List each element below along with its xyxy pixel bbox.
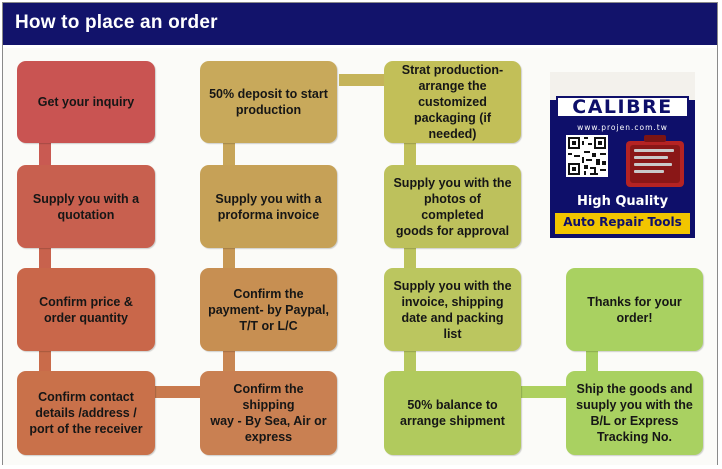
connector-1-2 xyxy=(39,143,51,165)
connector-2-3 xyxy=(39,248,51,268)
step-supply-quotation: Supply you with a quotation xyxy=(17,165,155,248)
page-title: How to place an order xyxy=(15,12,218,33)
connector-5-6 xyxy=(223,351,235,371)
connector-12-13 xyxy=(521,386,566,398)
connector-8-9 xyxy=(339,74,384,86)
header-bar: How to place an order xyxy=(3,3,717,45)
logo-tagline-quality: High Quality xyxy=(576,194,669,209)
step-deposit: 50% deposit to start production xyxy=(200,61,337,143)
step-ship-goods: Ship the goods and suuply you with the B… xyxy=(566,371,703,455)
logo-brand-name: CALIBRE xyxy=(556,96,689,118)
step-start-production: Strat production- arrange the customized… xyxy=(384,61,521,143)
connector-7-8 xyxy=(223,143,235,165)
step-balance-shipment: 50% balance to arrange shipment xyxy=(384,371,521,455)
step-get-inquiry: Get your inquiry xyxy=(17,61,155,143)
connector-11-12 xyxy=(404,351,416,371)
step-confirm-price: Confirm price & order quantity xyxy=(17,268,155,351)
step-invoice-shipping: Supply you with the invoice, shipping da… xyxy=(384,268,521,351)
connector-13-14 xyxy=(586,351,598,371)
connector-4-5 xyxy=(155,386,200,398)
logo-tagline-tools: Auto Repair Tools xyxy=(563,215,682,229)
calibre-logo: CALIBRE www.projen.com.tw High Quality A… xyxy=(550,72,695,238)
step-photos-approval: Supply you with the photos of completed … xyxy=(384,165,521,248)
connector-3-4 xyxy=(39,351,51,371)
step-thanks: Thanks for your order! xyxy=(566,268,703,351)
step-proforma-invoice: Supply you with a proforma invoice xyxy=(200,165,337,248)
logo-top-band xyxy=(550,72,695,100)
step-confirm-payment: Confirm the payment- by Paypal, T/T or L… xyxy=(200,268,337,351)
tool-case-icon xyxy=(626,135,684,187)
step-confirm-contact: Confirm contact details /address / port … xyxy=(17,371,155,455)
step-confirm-shipping: Confirm the shipping way - By Sea, Air o… xyxy=(200,371,337,455)
logo-url: www.projen.com.tw xyxy=(577,123,668,132)
connector-9-10 xyxy=(404,143,416,165)
qr-code-icon xyxy=(566,135,608,177)
logo-yellow-band xyxy=(555,213,690,234)
connector-10-11 xyxy=(404,248,416,268)
connector-6-7 xyxy=(223,248,235,268)
